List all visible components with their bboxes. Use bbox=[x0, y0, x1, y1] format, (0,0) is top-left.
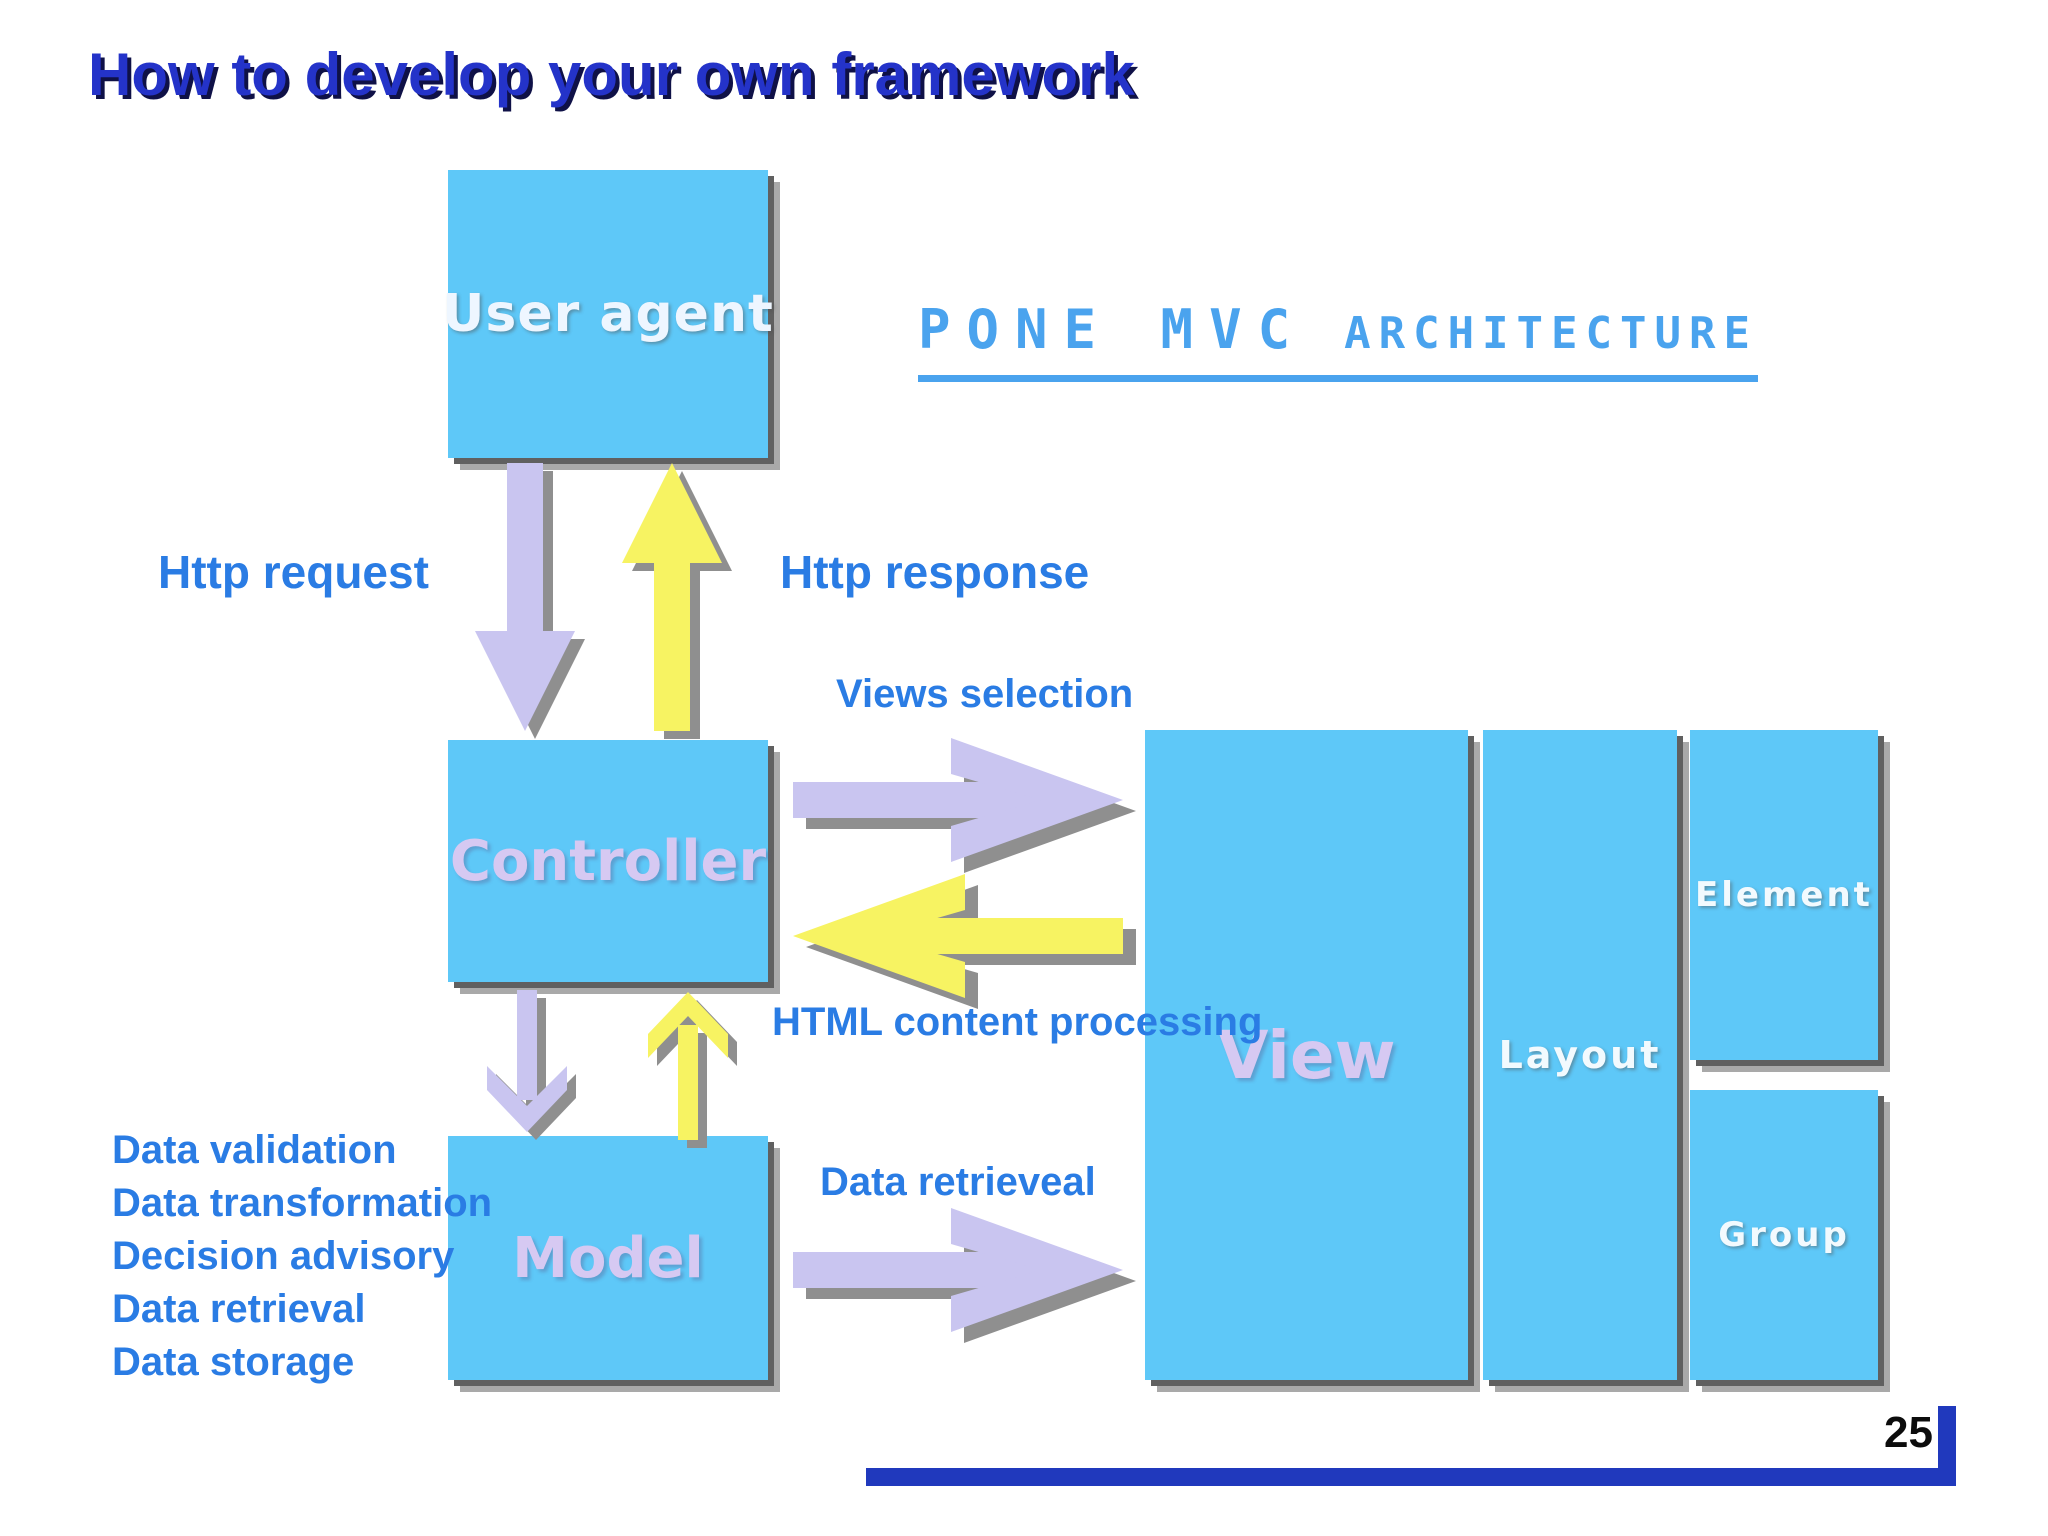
user-agent-label: User agent bbox=[442, 284, 774, 344]
views-selection-label: Views selection bbox=[836, 672, 1134, 716]
mvc-architecture-heading: PONE MVC ARCHITECTURE bbox=[918, 298, 1758, 382]
http-request-label: Http request bbox=[158, 546, 429, 598]
slide-title: How to develop your own framework bbox=[88, 41, 1135, 108]
model-function-item: Data validation bbox=[112, 1128, 397, 1172]
model-function-item: Data transformation bbox=[112, 1181, 493, 1225]
model-functions-list: Data validation Data transformation Deci… bbox=[112, 1124, 492, 1389]
footer-line-riser bbox=[1938, 1406, 1956, 1486]
controller-label: Controller bbox=[449, 828, 767, 894]
controller-box: Controller bbox=[448, 740, 768, 982]
group-label: Group bbox=[1718, 1215, 1850, 1255]
data-retrieval-label: Data retrieveal bbox=[820, 1160, 1096, 1204]
element-label: Element bbox=[1695, 875, 1873, 915]
data-retrieval-right-arrow bbox=[793, 1208, 1136, 1343]
view-box: View bbox=[1145, 730, 1468, 1380]
controller-to-model-down-arrow bbox=[487, 990, 576, 1140]
model-function-item: Data retrieval bbox=[112, 1287, 366, 1331]
model-box: Model bbox=[448, 1136, 768, 1380]
layout-box: Layout bbox=[1483, 730, 1677, 1380]
mvc-heading-sub: ARCHITECTURE bbox=[1344, 308, 1758, 359]
views-selection-right-arrow bbox=[793, 738, 1136, 873]
model-to-controller-up-arrow bbox=[648, 992, 737, 1148]
model-function-item: Decision advisory bbox=[112, 1234, 455, 1278]
element-box: Element bbox=[1690, 730, 1878, 1060]
mvc-heading-main: PONE MVC bbox=[918, 298, 1307, 361]
user-agent-box: User agent bbox=[442, 170, 773, 458]
http-request-down-arrow bbox=[475, 463, 585, 739]
html-content-processing-label: HTML content processing bbox=[772, 1000, 1263, 1044]
model-function-item: Data storage bbox=[112, 1340, 355, 1384]
view-label: View bbox=[1217, 1016, 1396, 1094]
model-label: Model bbox=[512, 1225, 704, 1291]
layout-label: Layout bbox=[1498, 1033, 1662, 1077]
http-response-label: Http response bbox=[780, 546, 1090, 598]
http-response-up-arrow bbox=[622, 463, 732, 739]
page-number: 25 bbox=[1884, 1408, 1933, 1457]
group-box: Group bbox=[1690, 1090, 1878, 1380]
footer-line bbox=[866, 1468, 1956, 1486]
html-content-processing-left-arrow bbox=[793, 874, 1136, 1009]
